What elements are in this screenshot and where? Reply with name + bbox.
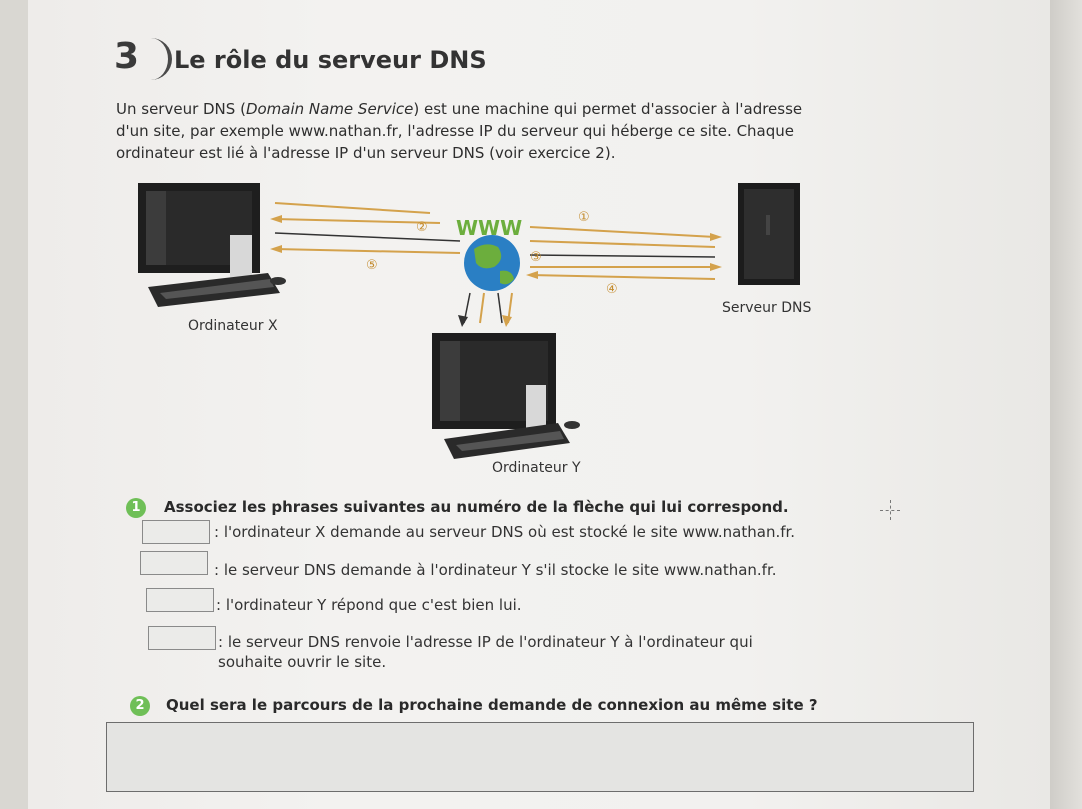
arrow-number-1: ① [578,210,590,225]
answer-box-question-2[interactable] [106,722,974,792]
page-edge [1050,0,1082,809]
intro-text-part2: ) est une machine qui permet d'associer … [116,100,803,162]
question-2-badge: 2 [130,696,150,716]
arrow-number-4: ④ [606,282,618,297]
question-2-text: Quel sera le parcours de la prochaine de… [166,696,818,714]
arrow-number-3: ③ [530,250,542,265]
intro-text-part1: Un serveur DNS ( [116,100,246,118]
question-1-badge: 1 [126,498,146,518]
arrow-number-2: ② [416,220,428,235]
dns-diagram: ① ② ③ ④ ⑤ WWW [138,183,800,459]
section-number-arc [148,38,172,80]
label-ordinateur-y: Ordinateur Y [492,460,581,476]
answer-text-3: : l'ordinateur Y répond que c'est bien l… [216,596,522,614]
computer-y-icon [432,333,580,459]
label-ordinateur-x: Ordinateur X [188,318,278,334]
arrow-number-5: ⑤ [366,258,378,273]
internet-globe-icon: WWW [456,216,522,291]
intro-paragraph: Un serveur DNS (Domain Name Service) est… [116,98,816,164]
section-number: 3 [114,36,140,77]
dns-server-icon [738,183,800,285]
arrows-x-dns [270,202,722,280]
answer-text-1: : l'ordinateur X demande au serveur DNS … [214,523,796,541]
answer-box-3[interactable] [146,588,214,612]
cursor-crosshair [880,500,900,520]
question-1-text: Associez les phrases suivantes au numéro… [164,498,789,516]
answer-box-4[interactable] [148,626,216,650]
computer-x-icon [138,183,286,307]
answer-box-1[interactable] [142,520,210,544]
arrows-globe-y [458,292,513,327]
label-serveur-dns: Serveur DNS [722,300,812,316]
arrow-numbers: ① ② ③ ④ ⑤ [366,210,618,297]
section-title: Le rôle du serveur DNS [174,46,487,74]
answer-text-4: : le serveur DNS renvoie l'adresse IP de… [218,633,753,671]
answer-box-2[interactable] [140,551,208,575]
intro-italic-term: Domain Name Service [245,100,414,118]
answer-text-2: : le serveur DNS demande à l'ordinateur … [214,561,777,579]
